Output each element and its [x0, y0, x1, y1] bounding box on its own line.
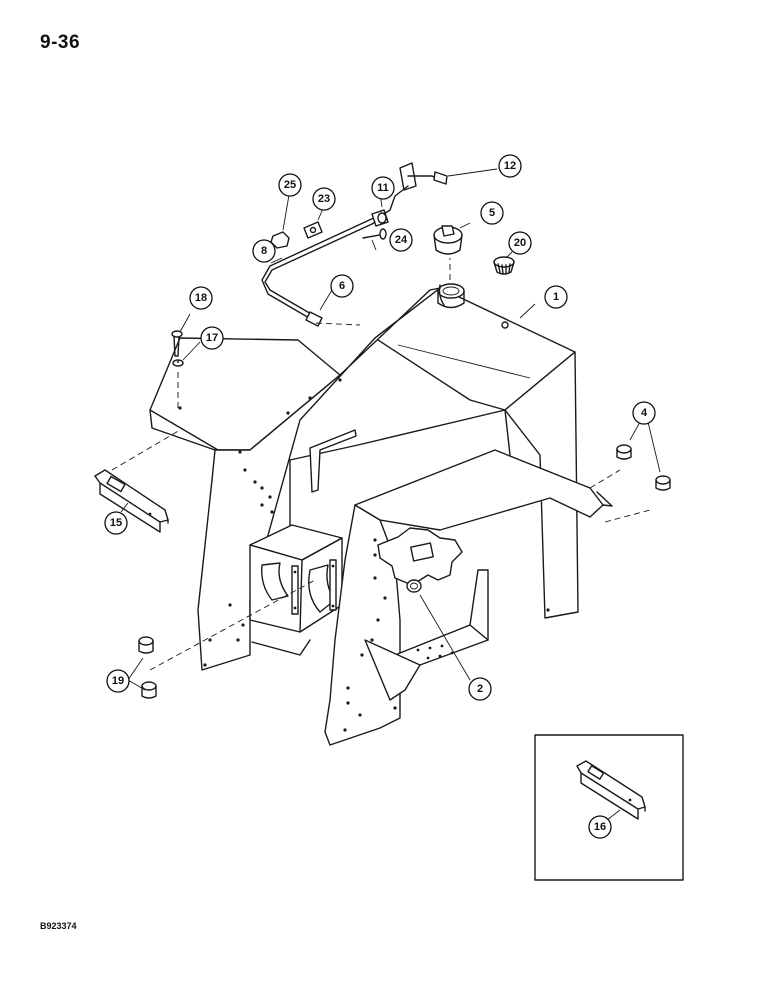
- callout-24: 24: [389, 228, 413, 252]
- page-number: 9-36: [40, 32, 81, 53]
- callout-5: 5: [480, 201, 504, 225]
- callout-2: 2: [468, 677, 492, 701]
- svg-text:1: 1: [553, 291, 559, 303]
- svg-text:11: 11: [377, 182, 389, 194]
- svg-text:24: 24: [395, 234, 408, 246]
- svg-text:23: 23: [318, 193, 330, 205]
- callout-11: 11: [371, 176, 395, 200]
- svg-text:25: 25: [284, 179, 296, 191]
- nuts-4: [616, 444, 671, 491]
- callout-18: 18: [189, 286, 213, 310]
- callout-15: 15: [104, 511, 128, 535]
- callout-16: 16: [588, 815, 612, 839]
- callout-20: 20: [508, 231, 532, 255]
- callout-23: 23: [312, 187, 336, 211]
- svg-text:19: 19: [112, 675, 124, 687]
- svg-text:4: 4: [641, 407, 648, 419]
- callout-12: 12: [498, 154, 522, 178]
- channel-bracket-15: [94, 469, 169, 533]
- callout-6: 6: [330, 274, 354, 298]
- callout-25: 25: [278, 173, 302, 197]
- svg-text:18: 18: [195, 292, 207, 304]
- left-frame-plate: [149, 287, 441, 671]
- fuel-line-assembly: [171, 162, 515, 367]
- callout-17: 17: [200, 326, 224, 350]
- callout-19: 19: [106, 669, 130, 693]
- svg-text:16: 16: [594, 821, 606, 833]
- callout-4: 4: [632, 401, 656, 425]
- svg-text:17: 17: [206, 332, 218, 344]
- svg-text:6: 6: [339, 280, 345, 292]
- svg-text:8: 8: [261, 245, 267, 257]
- svg-text:5: 5: [489, 207, 495, 219]
- svg-text:2: 2: [477, 683, 483, 695]
- svg-text:15: 15: [110, 517, 122, 529]
- inset-detail-box: [534, 734, 684, 881]
- leader-lines: [111, 168, 661, 691]
- svg-text:20: 20: [514, 237, 526, 249]
- callouts: 1 2 4 5 6 8 11 12 15 16 17 18 19 20 23 2…: [104, 154, 656, 839]
- right-frame-plate: [324, 449, 613, 746]
- svg-text:12: 12: [504, 160, 516, 172]
- callout-8: 8: [252, 239, 276, 263]
- nuts-19: [138, 636, 157, 699]
- drawing-reference-code: B923374: [40, 921, 77, 931]
- center-mount-box: [249, 429, 357, 633]
- callout-1: 1: [544, 285, 568, 309]
